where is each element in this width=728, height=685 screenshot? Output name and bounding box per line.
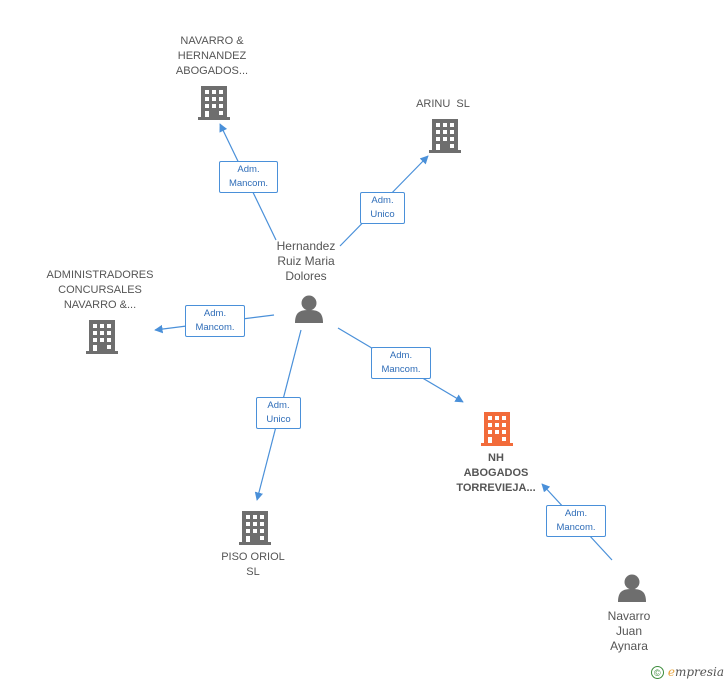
label-line: PISO ORIOL xyxy=(221,551,285,563)
node-piso-oriol-label[interactable]: PISO ORIOL SL xyxy=(210,550,296,580)
role-box-nh-abogados[interactable]: Adm. Mancom. xyxy=(371,347,431,379)
label-line: NAVARRO & xyxy=(180,35,244,47)
node-navarro-hernandez-label[interactable]: NAVARRO & HERNANDEZ ABOGADOS... xyxy=(162,34,262,79)
role-box-piso-oriol[interactable]: Adm. Unico xyxy=(256,397,301,429)
node-nh-abogados-label[interactable]: NH ABOGADOS TORREVIEJA... xyxy=(442,451,550,496)
label-line: Aynara xyxy=(610,639,648,653)
role-line: Mancom. xyxy=(195,322,235,333)
role-line: Adm. xyxy=(267,400,290,411)
person-icon[interactable] xyxy=(618,574,646,603)
label-line: ADMINISTRADORES xyxy=(46,269,154,281)
label-line: Dolores xyxy=(285,269,327,283)
brand-logo[interactable]: empresia xyxy=(668,665,724,679)
brand-initial: e xyxy=(667,665,675,679)
label-line: Ruiz Maria xyxy=(277,254,335,268)
role-line: Mancom. xyxy=(556,522,596,533)
role-line: Adm. xyxy=(237,164,260,175)
label-line: ARINU SL xyxy=(416,98,470,110)
brand-name: mpresia xyxy=(674,665,724,679)
role-line: Unico xyxy=(266,414,291,425)
role-line: Adm. xyxy=(389,350,413,361)
role-box-navarro-juan[interactable]: Adm. Mancom. xyxy=(546,505,606,537)
building-icon[interactable] xyxy=(198,86,230,120)
node-hernandez-ruiz-label[interactable]: Hernandez Ruiz Maria Dolores xyxy=(262,239,350,284)
label-line: CONCURSALES xyxy=(58,284,142,296)
role-line: Adm. xyxy=(564,508,588,519)
label-line: SL xyxy=(246,566,260,578)
footer-brand: © empresia xyxy=(650,665,724,679)
node-administradores-label[interactable]: ADMINISTRADORES CONCURSALES NAVARRO &... xyxy=(38,268,162,313)
role-line: Adm. xyxy=(371,195,394,206)
label-line: Hernandez xyxy=(276,239,336,253)
role-box-navarro-hernandez[interactable]: Adm. Mancom. xyxy=(219,161,278,193)
label-line: NAVARRO &... xyxy=(63,299,137,311)
label-line: Juan xyxy=(615,624,643,638)
role-box-administradores[interactable]: Adm. Mancom. xyxy=(185,305,245,337)
label-line: ABOGADOS... xyxy=(175,65,249,77)
building-icon[interactable] xyxy=(86,320,118,354)
role-box-arinu[interactable]: Adm. Unico xyxy=(360,192,405,224)
label-line: NH xyxy=(488,452,504,464)
node-navarro-juan-label[interactable]: Navarro Juan Aynara xyxy=(592,609,666,654)
label-line: HERNANDEZ xyxy=(177,50,247,62)
label-line: TORREVIEJA... xyxy=(456,482,536,494)
label-line: Navarro xyxy=(607,609,651,623)
node-arinu-label[interactable]: ARINU SL xyxy=(398,97,488,112)
copyright-icon: © xyxy=(650,665,664,679)
building-icon[interactable] xyxy=(239,511,271,545)
building-icon[interactable] xyxy=(481,412,513,446)
role-line: Adm. xyxy=(203,308,227,319)
building-icon[interactable] xyxy=(429,119,461,153)
role-line: Unico xyxy=(370,209,395,220)
role-line: Mancom. xyxy=(228,178,269,189)
person-icon[interactable] xyxy=(295,295,323,324)
label-line: ABOGADOS xyxy=(463,467,529,479)
role-line: Mancom. xyxy=(381,364,421,375)
